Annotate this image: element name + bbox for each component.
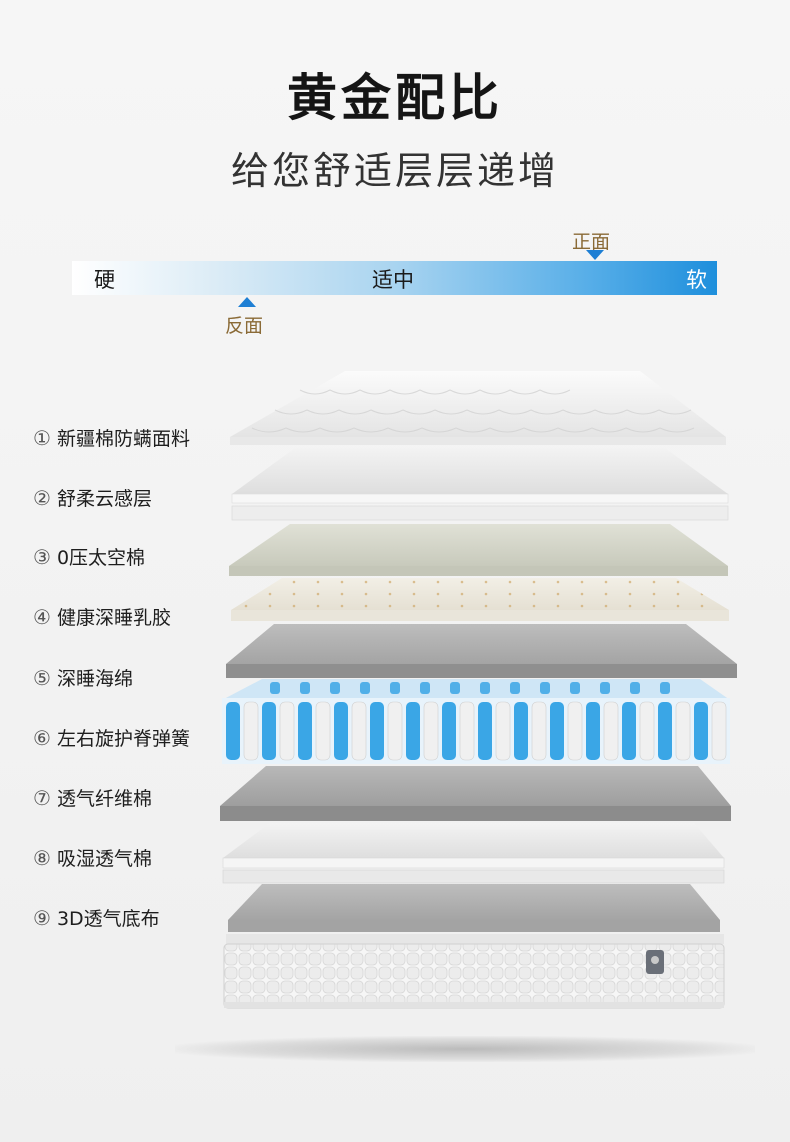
brand-tag-icon bbox=[646, 950, 664, 974]
layer-8-absorb bbox=[222, 823, 725, 884]
front-marker-icon bbox=[586, 250, 604, 260]
scale-medium-label: 适中 bbox=[372, 268, 414, 292]
layer-1-fabric bbox=[230, 371, 726, 445]
layer-9-base-fabric bbox=[228, 884, 720, 932]
layer-6-springs bbox=[222, 679, 730, 764]
scale-soft-label: 软 bbox=[686, 268, 707, 292]
layer-5-sponge bbox=[226, 624, 737, 678]
scale-hard-label: 硬 bbox=[94, 268, 115, 292]
floor-shadow bbox=[175, 1036, 755, 1062]
back-side-label: 反面 bbox=[225, 315, 264, 337]
back-marker-icon bbox=[238, 297, 256, 307]
layer-2-cloud bbox=[231, 448, 729, 521]
layer-7-fiber bbox=[220, 766, 731, 821]
firmness-gradient-bar bbox=[72, 261, 717, 295]
mattress-base bbox=[223, 934, 725, 1009]
page-title: 黄金配比 bbox=[287, 69, 503, 127]
layer-4-latex bbox=[231, 578, 729, 621]
page-subtitle: 给您舒适层层递增 bbox=[230, 149, 559, 193]
layer-3-memory-foam bbox=[229, 524, 728, 576]
front-side-label: 正面 bbox=[572, 231, 611, 253]
